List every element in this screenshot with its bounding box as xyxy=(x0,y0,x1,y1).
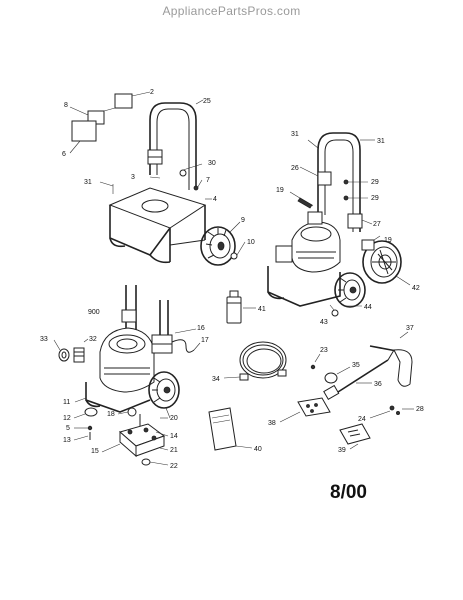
decal-set xyxy=(69,91,151,154)
spray-parts xyxy=(310,331,414,419)
callout-22: 22 xyxy=(170,463,178,470)
callout-27: 27 xyxy=(373,221,381,228)
callout-30: 30 xyxy=(208,160,216,167)
callout-29: 29 xyxy=(371,195,379,202)
manual xyxy=(208,407,253,451)
callout-19: 19 xyxy=(276,187,284,194)
callout-7: 7 xyxy=(206,177,210,184)
callout-23: 23 xyxy=(320,347,328,354)
callout-19: 19 xyxy=(384,237,392,244)
callout-21: 21 xyxy=(170,447,178,454)
wheel-top-left xyxy=(200,221,246,266)
callout-41: 41 xyxy=(258,306,266,313)
callout-12: 12 xyxy=(63,415,71,422)
pump-parts xyxy=(73,407,169,466)
nozzle-plate xyxy=(279,397,331,423)
callout-38: 38 xyxy=(268,420,276,427)
callout-40: 40 xyxy=(254,446,262,453)
callout-5: 5 xyxy=(66,425,70,432)
callout-42: 42 xyxy=(412,285,420,292)
callout-25: 25 xyxy=(203,98,211,105)
callout-31: 31 xyxy=(84,179,92,186)
callout-24: 24 xyxy=(358,416,366,423)
callout-8: 8 xyxy=(64,102,68,109)
hose-reel xyxy=(361,235,411,286)
callout-6: 6 xyxy=(62,151,66,158)
callout-39: 39 xyxy=(338,447,346,454)
callout-900: 900 xyxy=(88,309,100,316)
callout-31: 31 xyxy=(377,138,385,145)
callout-28: 28 xyxy=(416,406,424,413)
callout-2: 2 xyxy=(150,89,154,96)
callout-3: 3 xyxy=(131,174,135,181)
callout-13: 13 xyxy=(63,437,71,444)
callout-26: 26 xyxy=(291,165,299,172)
inlet-fittings xyxy=(53,338,89,363)
wheel-right xyxy=(329,272,366,317)
callout-43: 43 xyxy=(320,319,328,326)
callout-32: 32 xyxy=(89,336,97,343)
frame-handle-right xyxy=(289,132,375,232)
callout-20: 20 xyxy=(170,415,178,422)
callout-33: 33 xyxy=(40,336,48,343)
callout-9: 9 xyxy=(241,217,245,224)
callout-17: 17 xyxy=(201,337,209,344)
callout-16: 16 xyxy=(197,325,205,332)
callout-31: 31 xyxy=(291,131,299,138)
callout-29: 29 xyxy=(371,179,379,186)
callout-34: 34 xyxy=(212,376,220,383)
callout-labels: 2 8 6 25 3 30 7 31 4 9 10 31 31 26 29 29… xyxy=(40,89,424,470)
callout-36: 36 xyxy=(374,381,382,388)
nozzle-set xyxy=(339,423,371,450)
hose-coil xyxy=(223,341,287,381)
oil-bottle xyxy=(226,290,256,324)
callout-44: 44 xyxy=(364,304,372,311)
frame-handle xyxy=(99,99,212,264)
engine-right xyxy=(267,211,341,307)
callout-4: 4 xyxy=(213,196,217,203)
callout-18: 18 xyxy=(107,411,115,418)
callout-37: 37 xyxy=(406,325,414,332)
engine-left xyxy=(74,285,201,413)
callout-11: 11 xyxy=(63,399,70,406)
callout-14: 14 xyxy=(170,433,178,440)
callout-10: 10 xyxy=(247,239,255,246)
wheel-left xyxy=(148,371,180,419)
callout-35: 35 xyxy=(352,362,360,369)
callout-15: 15 xyxy=(91,448,99,455)
date-code: 8/00 xyxy=(330,482,367,503)
watermark: AppliancePartsPros.com xyxy=(162,4,301,18)
